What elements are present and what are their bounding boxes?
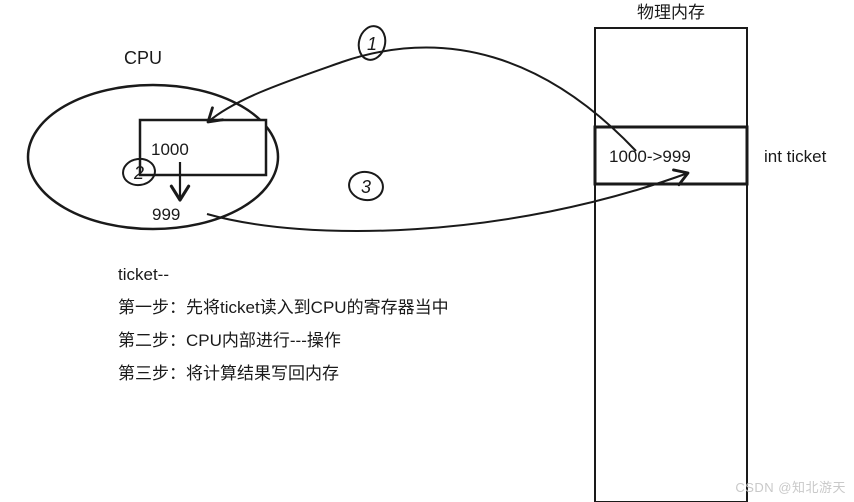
step-marker-1-circle — [357, 25, 387, 61]
step-marker-1: 1 — [357, 25, 387, 61]
register-value: 1000 — [151, 140, 189, 159]
result-value: 999 — [152, 205, 180, 224]
step-marker-2-number: 2 — [133, 163, 144, 183]
memory-cell-type-label: int ticket — [764, 147, 827, 166]
step-marker-3-circle — [348, 170, 384, 202]
memory-cell-value: 1000->999 — [609, 147, 691, 166]
cpu-register-box — [138, 118, 268, 177]
cpu-ellipse — [26, 83, 280, 231]
notes-step-1: 第一步：先将ticket读入到CPU的寄存器当中 — [118, 298, 449, 317]
notes-step-2: 第二步：CPU内部进行---操作 — [118, 331, 341, 350]
step-marker-2: 2 — [122, 157, 156, 187]
read-curve-arrow — [206, 46, 637, 152]
step-marker-3: 3 — [348, 170, 384, 202]
step-marker-2-circle — [122, 157, 156, 187]
watermark: CSDN @知北游天 — [735, 480, 846, 495]
notes-step-3: 第三步：将计算结果写回内存 — [118, 364, 339, 383]
step-marker-1-number: 1 — [367, 34, 377, 54]
step-marker-3-number: 3 — [361, 177, 371, 197]
cpu-label: CPU — [124, 48, 162, 68]
memory-column — [594, 27, 748, 502]
notes-block: ticket-- 第一步：先将ticket读入到CPU的寄存器当中 第二步：CP… — [118, 258, 449, 390]
memory-title: 物理内存 — [637, 3, 705, 22]
notes-title: ticket-- — [118, 265, 169, 284]
write-back-curve-arrow — [206, 168, 690, 232]
